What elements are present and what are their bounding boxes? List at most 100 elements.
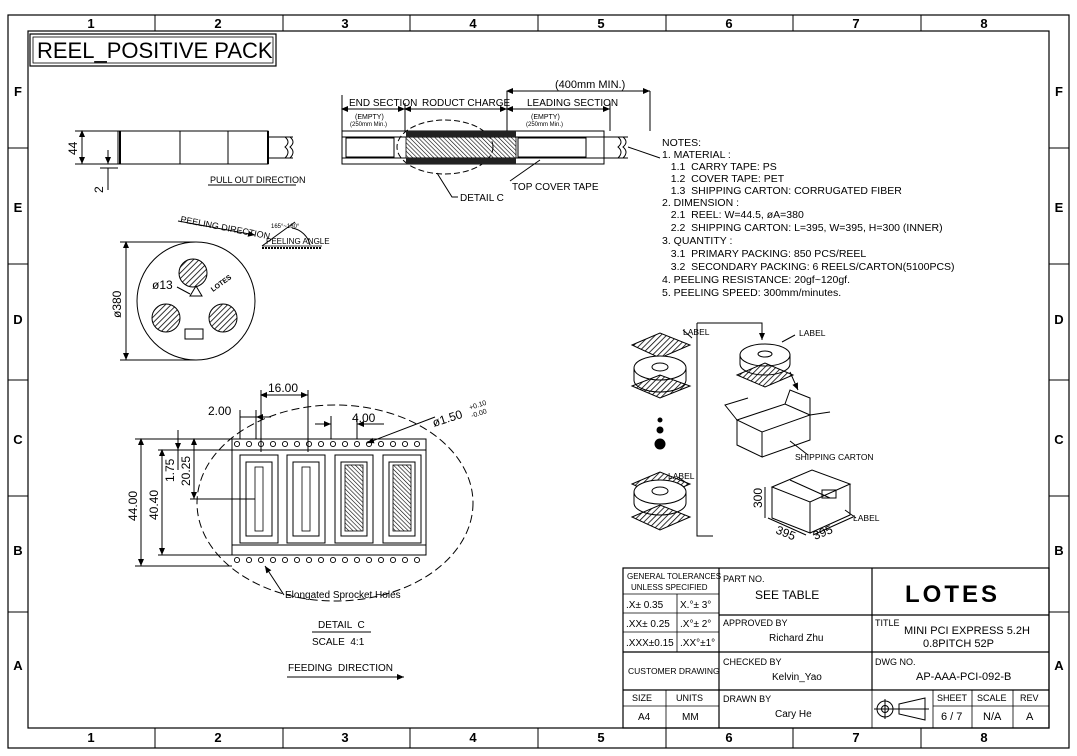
column-marker-bottom: 3 [341, 730, 348, 745]
scale-value: N/A [983, 711, 1002, 723]
sprocket-hole [257, 556, 265, 564]
label-callout: LABEL [683, 327, 710, 337]
tolerance-xxx: .XXX±0.15 [626, 638, 674, 649]
column-marker-bottom: 5 [597, 730, 604, 745]
note-line: 1. MATERIAL : [662, 149, 731, 161]
sprocket-hole [281, 440, 289, 448]
checked-by-label: CHECKED BY [723, 657, 782, 667]
detail-dim-hole-offset: 2.00 [208, 404, 232, 418]
sprocket-hole [329, 556, 337, 564]
note-line: 3. QUANTITY : [662, 235, 732, 247]
column-marker-bottom: 8 [980, 730, 987, 745]
tape-side-view [75, 130, 296, 190]
sprocket-hole [245, 556, 253, 564]
detail-dim-pocket-span: 40.40 [147, 490, 161, 520]
row-marker-right: A [1054, 658, 1064, 673]
leading-section-label: LEADING SECTION [527, 98, 618, 109]
sprocket-hole [305, 440, 313, 448]
notes-block: NOTES: 1. MATERIAL : 1.1 CARRY TAPE: PS … [662, 137, 955, 299]
tolerance-angle-xx: .X°± 2° [680, 619, 711, 630]
company-logo: LOTES [905, 581, 1000, 608]
detail-dim-pitch: 16.00 [268, 381, 298, 395]
size-value: A4 [638, 712, 651, 723]
column-marker-bottom: 2 [214, 730, 221, 745]
column-marker-bottom: 1 [87, 730, 94, 745]
page-title-box: REEL_POSITIVE PACK [29, 33, 277, 67]
tolerance-header: GENERAL TOLERANCES [627, 572, 721, 581]
sprocket-holes [233, 440, 421, 564]
detail-dim-hole-pitch: 4.00 [352, 411, 376, 425]
row-marker-left: B [13, 543, 22, 558]
sprocket-hole [389, 440, 397, 448]
detail-dim-edge: 1.75 [163, 458, 177, 482]
sprocket-hole [341, 440, 349, 448]
note-line: 3.2 SECONDARY PACKING: 6 REELS/CARTON(51… [662, 261, 955, 273]
column-marker-top: 6 [725, 16, 732, 31]
tolerance-angle-xxx: .XX°±1° [680, 638, 715, 649]
empty-sub-end: (250mm Min.) [350, 122, 387, 128]
part-no-label: PART NO. [723, 574, 765, 584]
column-marker-top: 2 [214, 16, 221, 31]
column-marker-bottom: 6 [725, 730, 732, 745]
column-marker-bottom: 4 [469, 730, 477, 745]
rev-value: A [1026, 711, 1034, 723]
column-marker-top: 1 [87, 16, 94, 31]
sprocket-hole [389, 556, 397, 564]
sprocket-hole [317, 556, 325, 564]
row-marker-right: B [1054, 543, 1063, 558]
notes-heading: NOTES: [662, 137, 701, 149]
sprocket-hole [341, 556, 349, 564]
row-marker-left: E [14, 200, 23, 215]
row-marker-left: A [13, 658, 23, 673]
shipping-carton-label: SHIPPING CARTON [795, 452, 874, 462]
sprocket-hole [413, 440, 421, 448]
units-label: UNITS [676, 693, 703, 703]
note-line: 2.2 SHIPPING CARTON: L=395, W=395, H=300… [662, 222, 943, 234]
reel-diameter-label: ø380 [110, 290, 124, 318]
tolerance-subheader: UNLESS SPECIFIED [631, 583, 708, 592]
side-dim-height: 44 [66, 141, 80, 155]
sprocket-hole [329, 440, 337, 448]
column-marker-bottom: 7 [852, 730, 859, 745]
note-line: 4. PEELING RESISTANCE: 20gf~120gf. [662, 274, 850, 286]
column-marker-top: 7 [852, 16, 859, 31]
sheet-value: 6 / 7 [941, 711, 962, 723]
sprocket-hole [245, 440, 253, 448]
sprocket-hole [257, 440, 265, 448]
row-marker-left: D [13, 312, 22, 327]
product-charge-label: RODUCT CHARGE [422, 98, 510, 109]
note-line: 1.1 CARRY TAPE: PS [662, 161, 777, 173]
tolerance-angle-x: X.°± 3° [680, 600, 711, 611]
reel-front-view [120, 220, 322, 361]
feeding-direction-label: FEEDING DIRECTION [288, 663, 393, 674]
note-line: 5. PEELING SPEED: 300mm/minutes. [662, 287, 841, 299]
page-title: REEL_POSITIVE PACK [37, 38, 273, 63]
title-block [622, 567, 1050, 729]
title-label: TITLE [875, 618, 900, 628]
carton-height-dim: 300 [751, 488, 765, 508]
tape-pocket-group [405, 131, 517, 164]
packing-illustration [630, 322, 857, 537]
sprocket-hole [365, 556, 373, 564]
top-cover-tape-label: TOP COVER TAPE [512, 182, 599, 193]
note-line: 2.1 REEL: W=44.5, øA=380 [662, 209, 804, 221]
note-line: 2. DIMENSION : [662, 197, 739, 209]
title-line-2: 0.8PITCH 52P [923, 638, 994, 650]
sprocket-holes-label: Elongated Sprocket Holes [285, 590, 401, 601]
row-marker-right: C [1054, 432, 1064, 447]
row-marker-left: F [14, 84, 22, 99]
sprocket-hole [293, 556, 301, 564]
title-line-1: MINI PCI EXPRESS 5.2H [904, 625, 1030, 637]
tolerance-xx: .XX± 0.25 [626, 619, 670, 630]
size-label: SIZE [632, 693, 652, 703]
rev-label: REV [1020, 693, 1039, 703]
empty-label-end: (EMPTY) [355, 114, 384, 121]
detail-tol-minus: -0.00 [470, 408, 487, 420]
note-line: 1.3 SHIPPING CARTON: CORRUGATED FIBER [662, 185, 902, 197]
sprocket-hole [293, 440, 301, 448]
column-marker-top: 3 [341, 16, 348, 31]
detail-scale: SCALE 4:1 [312, 637, 365, 648]
sprocket-hole [281, 556, 289, 564]
note-line: 3.1 PRIMARY PACKING: 850 PCS/REEL [662, 248, 866, 260]
